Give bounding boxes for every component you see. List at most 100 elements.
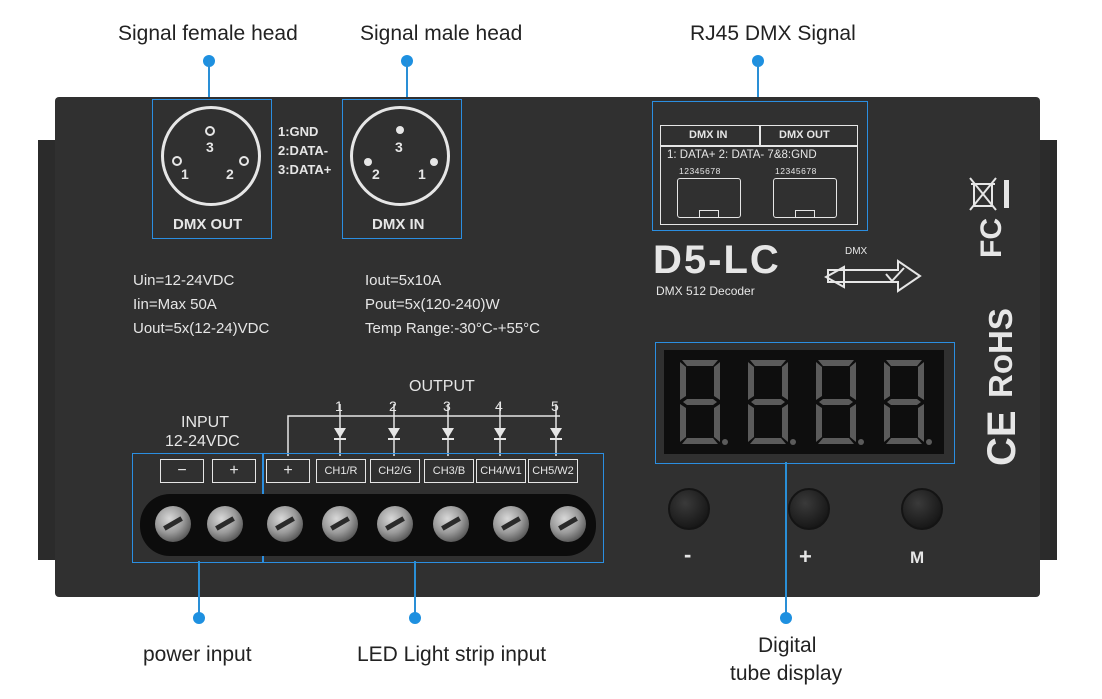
digit-4 [884,360,932,445]
spec-pout: Pout=5x(120-240)W [365,296,500,313]
rj45-out-jack-tab [795,210,815,217]
callout-digital-line1: Digital [758,634,817,657]
digit-3 [816,360,864,445]
spec-uout: Uout=5x(12-24)VDC [133,320,270,337]
channel-1-number: 1 [335,398,343,414]
pinout-data-minus: 2:DATA- [278,143,329,158]
callout-line-power [198,561,200,615]
callout-led-strip: LED Light strip input [357,643,547,666]
rj45-col-divider [759,126,761,146]
minus-button[interactable] [668,488,710,530]
screw-output-plus [267,506,303,542]
callout-signal-male: Signal male head [360,22,523,45]
screw-channel-1 [322,506,358,542]
rj45-panel: DMX IN DMX OUT 1: DATA+ 2: DATA- 7&8:GND… [660,125,858,225]
xlr-out-pin-1 [172,156,182,166]
xlr-out-pin-2 [239,156,249,166]
callout-power-input: power input [143,643,252,666]
rj45-in-jack-tab [699,210,719,217]
callout-line-rj45 [757,60,759,100]
rj45-out-jack [773,178,837,218]
fcc-mark: FC [975,218,1008,258]
rj45-highlight [652,101,868,231]
rj45-dmx-out-header: DMX OUT [779,129,830,141]
xlr-out-pin-1-label: 1 [181,166,189,182]
rohs-mark: RoHS [982,308,1019,398]
xlr-in-pin-3-label: 3 [395,139,403,155]
dmx-tag: DMX [845,246,868,257]
weee-bin-icon [969,177,1009,211]
screw-channel-5 [550,506,586,542]
rj45-out-pin-numbers: 12345678 [775,166,817,176]
callout-line-female [208,60,210,98]
callout-rj45: RJ45 DMX Signal [690,22,856,45]
callout-dot-display [780,612,792,624]
screw-channel-3 [433,506,469,542]
model-name: D5-LC [653,238,781,282]
input-voltage: 12-24VDC [165,433,240,450]
spec-temp: Temp Range:-30°C-+55°C [365,320,540,337]
callout-line-male [406,60,408,98]
output-plus-box: + [266,459,310,483]
input-plus-box: + [212,459,256,483]
rj45-in-pin-numbers: 12345678 [679,166,721,176]
plus-button[interactable] [788,488,830,530]
dmx-arrow-icon [824,259,922,293]
spec-iout: Iout=5x10A [365,272,442,289]
pinout-gnd: 1:GND [278,124,319,139]
xlr-out-pin-3 [205,126,215,136]
callout-signal-female: Signal female head [118,22,298,45]
ce-mark: CE [980,410,1024,466]
right-flange [1035,140,1057,560]
rj45-in-jack [677,178,741,218]
digit-2 [748,360,796,445]
plus-button-label: + [799,544,812,569]
xlr-in-label: DMX IN [372,216,425,233]
spec-iin: Iin=Max 50A [133,296,217,313]
channel-2-box: CH2/G [370,459,420,483]
input-title: INPUT [181,414,229,431]
mode-button-label: M [910,548,925,567]
xlr-out-highlight [152,99,272,239]
rj45-dmx-in-header: DMX IN [689,129,728,141]
output-wiring [287,404,562,456]
screw-input-plus [207,506,243,542]
model-subtitle: DMX 512 Decoder [656,284,755,298]
channel-4-box: CH4/W1 [476,459,526,483]
callout-line-led [414,561,416,615]
display-highlight [655,342,955,464]
channel-5-number: 5 [551,398,559,414]
xlr-in-pin-1-label: 1 [418,166,426,182]
channel-3-box: CH3/B [424,459,474,483]
output-title: OUTPUT [409,378,475,395]
channel-1-box: CH1/R [316,459,366,483]
xlr-in-pin-3 [396,126,404,134]
screw-channel-2 [377,506,413,542]
xlr-in-highlight [342,99,462,239]
channel-3-number: 3 [443,398,451,414]
input-minus-box: − [160,459,204,483]
channel-2-number: 2 [389,398,397,414]
rj45-pinout: 1: DATA+ 2: DATA- 7&8:GND [667,149,817,161]
xlr-in-pin-2-label: 2 [372,166,380,182]
xlr-in-pin-1 [430,158,438,166]
mode-button[interactable] [901,488,943,530]
channel-5-box: CH5/W2 [528,459,578,483]
digit-1 [680,360,728,445]
callout-dot-led [409,612,421,624]
callout-dot-power [193,612,205,624]
xlr-out-pin-2-label: 2 [226,166,234,182]
screw-channel-4 [493,506,529,542]
xlr-out-pin-3-label: 3 [206,139,214,155]
pinout-data-plus: 3:DATA+ [278,162,332,177]
callout-line-display [785,462,787,615]
xlr-out-label: DMX OUT [173,216,243,233]
screw-input-minus [155,506,191,542]
spec-uin: Uin=12-24VDC [133,272,235,289]
xlr-in-pin-2 [364,158,372,166]
channel-4-number: 4 [495,398,503,414]
minus-button-label: - [684,542,692,567]
left-flange [38,140,60,560]
callout-digital-line2: tube display [730,662,843,685]
xlr-in-connector [350,106,450,206]
